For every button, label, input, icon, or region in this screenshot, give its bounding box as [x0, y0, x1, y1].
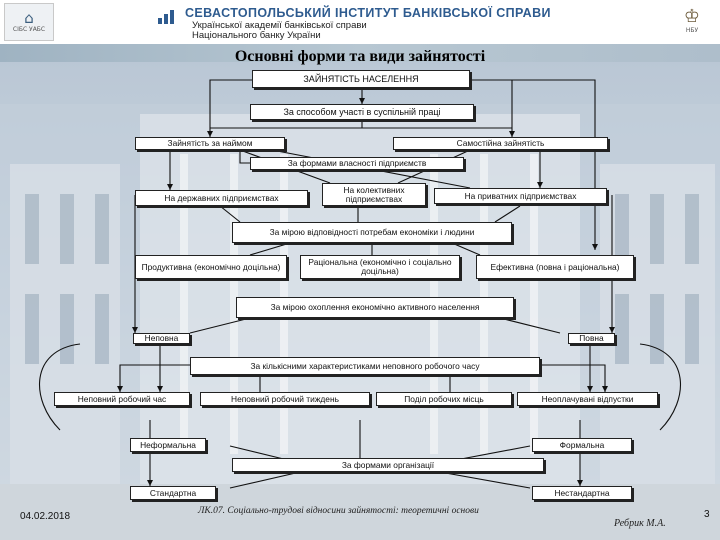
- by-organization-box: За формами організації: [232, 458, 544, 472]
- page-number: 3: [704, 509, 710, 520]
- collective-enterprises-box: На колективних підприємствах: [322, 183, 426, 206]
- employment-root-box: ЗАЙНЯТІСТЬ НАСЕЛЕННЯ: [252, 70, 470, 88]
- standard-employment-box: Стандартна: [130, 486, 216, 500]
- productive-employment-box: Продуктивна (економічно доцільна): [135, 255, 287, 279]
- informal-employment-box: Неформальна: [130, 438, 206, 452]
- part-time-day-box: Неповний робочий час: [54, 392, 190, 406]
- partial-employment-box: Неповна: [133, 333, 190, 344]
- job-sharing-box: Поділ робочих місць: [376, 392, 512, 406]
- footer-lecture-title: ЛК.07. Соціально-трудові відносини зайня…: [198, 506, 479, 516]
- by-needs-box: За мірою відповідності потребам економік…: [232, 222, 512, 243]
- effective-employment-box: Ефективна (повна і раціональна): [476, 255, 634, 279]
- footer-date: 04.02.2018: [20, 511, 70, 522]
- formal-employment-box: Формальна: [532, 438, 632, 452]
- by-ownership-box: За формами власності підприємств: [250, 157, 464, 170]
- self-employment-box: Самостійна зайнятість: [393, 137, 608, 150]
- nonstandard-employment-box: Нестандартна: [532, 486, 632, 500]
- by-partial-characteristics-box: За кількісними характеристиками неповног…: [190, 357, 540, 375]
- footer-author: Ребрик М.А.: [614, 518, 666, 529]
- rational-employment-box: Раціональна (економічно і соціально доці…: [300, 255, 460, 279]
- part-time-week-box: Неповний робочий тиждень: [200, 392, 370, 406]
- state-enterprises-box: На державних підприємствах: [135, 190, 308, 206]
- private-enterprises-box: На приватних підприємствах: [434, 188, 607, 204]
- by-participation-box: За способом участі в суспільній праці: [250, 104, 474, 120]
- by-coverage-box: За мірою охоплення економічно активного …: [236, 297, 514, 318]
- hired-employment-box: Зайнятість за наймом: [135, 137, 285, 150]
- full-employment-box: Повна: [568, 333, 615, 344]
- unpaid-leave-box: Неоплачувані відпустки: [517, 392, 658, 406]
